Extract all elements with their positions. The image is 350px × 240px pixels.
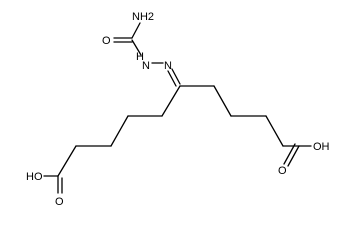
atom-label-n1: N: [142, 60, 150, 72]
atom-label-left-acid-o: O: [55, 196, 64, 208]
atom-label-nh: H: [136, 51, 144, 63]
bond-chain-l3: [110, 115, 129, 147]
structure-diagram: NH2 O H N N N HO O OH O: [26, 11, 330, 208]
atom-label-n2: N: [164, 60, 172, 72]
molecule-canvas: NH2 O H N N N HO O OH O: [26, 11, 330, 208]
bond-c-nh2: [131, 22, 141, 39]
atom-label-nh2: NH2: [132, 11, 154, 23]
bond-right-c-o-1: [287, 145, 300, 167]
atom-label-carbonyl-o: O: [102, 35, 111, 47]
bond-c-nh: [131, 39, 142, 56]
atom-label-right-acid-oh: OH: [313, 141, 330, 153]
bond-chain-l1: [161, 85, 181, 117]
bond-chain-l5: [57, 145, 77, 177]
atom-label-right-acid-o: O: [278, 165, 287, 177]
bond-n-c-double-1: [171, 68, 181, 85]
bond-right-c-o-2: [283, 143, 296, 165]
bond-chain-r4: [265, 115, 284, 147]
atom-label-left-acid-oh: HO: [26, 171, 43, 183]
bond-chain-r2: [213, 85, 232, 117]
bond-n-c-double-2: [167, 70, 177, 87]
